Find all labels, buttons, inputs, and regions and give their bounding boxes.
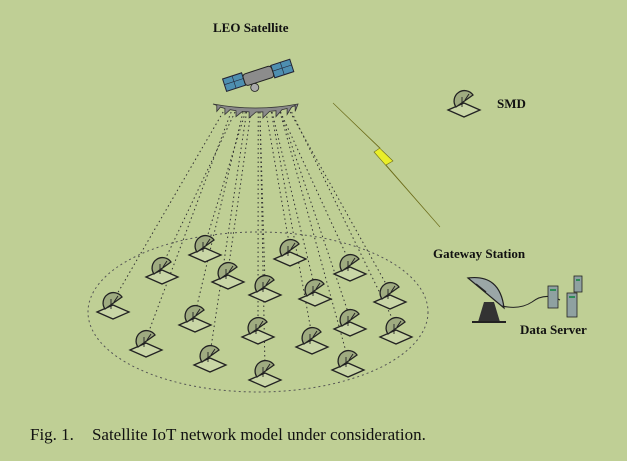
- beam-line: [259, 111, 266, 285]
- smd-device-icon: [331, 349, 365, 378]
- beam-line: [145, 111, 232, 340]
- satellite-antenna-arc: [212, 103, 299, 119]
- caption-text: Satellite IoT network model under consid…: [91, 425, 426, 444]
- smd-label: SMD: [497, 96, 526, 111]
- beam-line: [161, 111, 236, 267]
- smd-device-icon: [193, 344, 227, 373]
- beam-line: [271, 111, 316, 289]
- server-rack-icon: [547, 275, 583, 318]
- beam-line: [280, 111, 351, 319]
- smd-devices: [96, 234, 413, 388]
- beam-line: [291, 111, 397, 327]
- smd-legend-icon: [447, 89, 481, 118]
- smd-device-icon: [373, 281, 407, 310]
- smd-device-icon: [241, 316, 275, 345]
- smd-device-icon: [188, 234, 222, 263]
- gateway-label: Gateway Station: [433, 246, 526, 261]
- beam-line: [259, 111, 266, 370]
- satellite-icon: [221, 58, 295, 92]
- satellite-label: LEO Satellite: [213, 20, 289, 35]
- beam-line: [209, 111, 248, 355]
- coverage-area: [87, 231, 429, 393]
- smd-device-icon: [96, 291, 130, 320]
- smd-device-icon: [248, 274, 282, 303]
- smd-device-icon: [273, 238, 307, 267]
- smd-device-icon: [129, 329, 163, 358]
- beam-line: [194, 111, 244, 315]
- smd-device-icon: [178, 304, 212, 333]
- beam-line: [227, 111, 252, 272]
- beam-line: [265, 111, 291, 249]
- smd-device-icon: [211, 261, 245, 290]
- beam-line: [112, 111, 224, 302]
- figure-caption: Fig. 1. Satellite IoT network model under…: [30, 425, 426, 445]
- caption-number: Fig. 1.: [30, 425, 74, 444]
- beam-line: [204, 111, 246, 245]
- smd-device-icon: [298, 278, 332, 307]
- smd-device-icon: [379, 316, 413, 345]
- smd-device-icon: [295, 326, 329, 355]
- server-label: Data Server: [520, 322, 587, 337]
- wireless-link-bolt: [332, 102, 441, 228]
- smd-device-icon: [248, 359, 282, 388]
- beam-line: [280, 111, 351, 264]
- smd-device-icon: [333, 308, 367, 337]
- smd-device-icon: [333, 253, 367, 282]
- gateway-dish-icon: [466, 276, 506, 323]
- smd-device-icon: [145, 256, 179, 285]
